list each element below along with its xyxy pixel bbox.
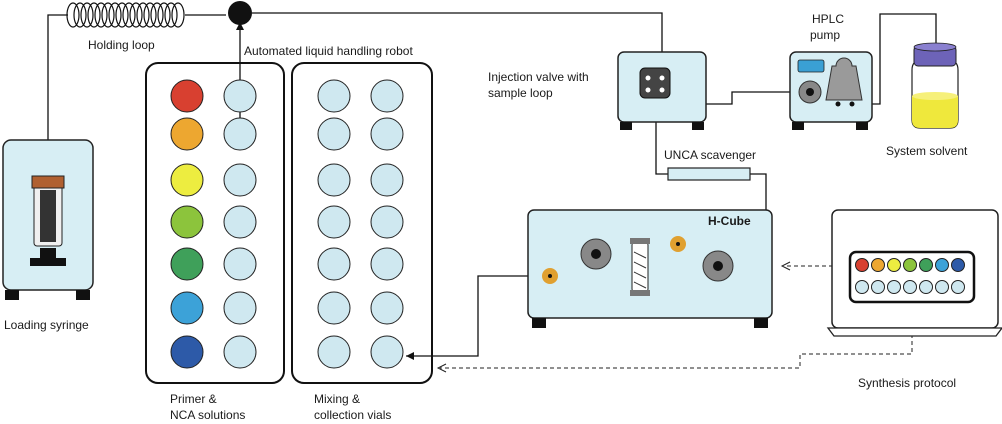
empty-vial <box>223 291 257 325</box>
unca-scavenger-label: UNCA scavenger <box>664 148 757 162</box>
system-solvent-label: System solvent <box>886 144 968 158</box>
solvent-liquid <box>912 96 958 128</box>
loading-syringe-unit <box>2 139 94 300</box>
tube-valve-to-scavenger <box>655 100 668 175</box>
screen-vial-icon <box>903 258 917 272</box>
collection-vial <box>317 291 351 325</box>
hplc-pump-unit <box>789 51 873 130</box>
valve-body <box>639 67 671 99</box>
injection-valve-label-1: Injection valve with <box>488 70 589 84</box>
collection-vial <box>317 247 351 281</box>
robot-label: Automated liquid handling robot <box>244 44 413 58</box>
screen-vial-icon <box>935 258 949 272</box>
control-lines <box>440 265 913 369</box>
collection-vial <box>317 79 351 113</box>
unca-scavenger <box>667 167 751 181</box>
empty-vial <box>223 163 257 197</box>
injection-valve-unit <box>617 51 707 130</box>
empty-vial <box>223 79 257 113</box>
primer-label-2: NCA solutions <box>170 408 246 422</box>
screen-vial-icon <box>935 280 949 294</box>
laptop <box>826 209 1002 337</box>
empty-vial <box>223 247 257 281</box>
arrow-into-vial <box>406 352 414 360</box>
primer-vial <box>170 247 204 281</box>
collection-vial <box>317 205 351 239</box>
primer-vial <box>170 291 204 325</box>
screen-vial-icon <box>887 258 901 272</box>
collection-vial <box>317 335 351 369</box>
screen-vial-icon <box>871 258 885 272</box>
dash-arrowheads <box>436 261 791 373</box>
arrow-robot-up <box>236 22 244 30</box>
holding-loop-coil <box>66 2 185 28</box>
pump-display <box>797 59 825 73</box>
tube-syringe-to-loop <box>47 14 68 152</box>
loading-syringe-label: Loading syringe <box>4 318 89 332</box>
dash-protocol-to-robot <box>440 334 913 369</box>
mixing-label-1: Mixing & <box>314 392 361 406</box>
laptop-base <box>826 327 1002 337</box>
screen-vial-icon <box>951 258 965 272</box>
primer-vial <box>170 205 204 239</box>
dash-arrow-robot <box>436 363 447 373</box>
h-cube-label: H-Cube <box>708 214 751 228</box>
collection-vial <box>370 291 404 325</box>
screen-vial-icon <box>903 280 917 294</box>
primer-vial <box>170 335 204 369</box>
h-cube-unit <box>527 209 773 328</box>
primer-rack <box>145 62 285 384</box>
holding-loop-label: Holding loop <box>88 38 155 52</box>
tube-robot-to-valve <box>252 12 663 68</box>
collection-vial <box>370 335 404 369</box>
robot-head <box>228 1 252 25</box>
screen-vial-icon <box>855 258 869 272</box>
hplc-label-1: HPLC <box>812 12 845 26</box>
dash-arrow-hcube <box>780 261 791 271</box>
pump-weight <box>825 57 863 101</box>
primer-vials <box>170 79 257 369</box>
collection-vial <box>370 117 404 151</box>
injection-valve-label-2: sample loop <box>488 86 553 100</box>
collection-vial <box>317 163 351 197</box>
synthesis-protocol-label: Synthesis protocol <box>858 376 957 390</box>
collection-vial <box>317 117 351 151</box>
empty-vial <box>223 117 257 151</box>
solvent-bottle <box>911 42 959 129</box>
primer-vial <box>170 117 204 151</box>
screen-vial-icon <box>871 280 885 294</box>
screen-vial-icon <box>919 280 933 294</box>
collection-vial <box>370 205 404 239</box>
syringe-plunger-head <box>31 175 65 189</box>
collection-vial <box>370 79 404 113</box>
tube-hcube-to-vial <box>406 275 550 357</box>
collection-vials <box>317 79 404 369</box>
primer-vial <box>170 163 204 197</box>
screen-icons <box>855 258 965 294</box>
collection-rack <box>291 62 433 384</box>
screen-vial-icon <box>919 258 933 272</box>
screen-vial-icon <box>887 280 901 294</box>
screen-vial-icon <box>951 280 965 294</box>
primer-label-1: Primer & <box>170 392 217 406</box>
primer-vial <box>170 79 204 113</box>
collection-vial <box>370 163 404 197</box>
empty-vial <box>223 205 257 239</box>
screen-vial-icon <box>855 280 869 294</box>
empty-vial <box>223 335 257 369</box>
mixing-label-2: collection vials <box>314 408 392 422</box>
collection-vial <box>370 247 404 281</box>
hplc-label-2: pump <box>810 28 841 42</box>
